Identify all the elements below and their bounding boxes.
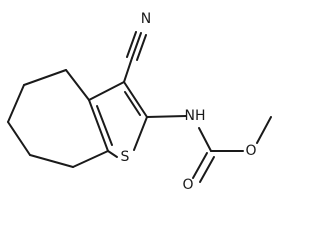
bond-nh-co [198, 127, 212, 152]
cycloheptane-ring [7, 69, 109, 168]
bond-c3-c2-inner [124, 91, 141, 116]
bond-c4-c5 [23, 69, 67, 86]
bond-c3a-c8a-inner [96, 105, 113, 146]
bond-c3a-c4 [65, 69, 90, 101]
bond-s1-c8a [107, 150, 118, 158]
atom-labels: N S NH O O [121, 11, 257, 193]
ester-o-label: O [245, 143, 256, 159]
carbamate-group [146, 115, 272, 183]
nh-label: NH [185, 108, 206, 124]
structure-canvas: N S NH O O [7, 11, 272, 193]
triple-bond-center [131, 32, 142, 59]
thiophene-ring [88, 81, 148, 158]
bond-c3-c2 [123, 81, 148, 118]
bond-o-methyl [256, 116, 272, 144]
bond-c2-s1 [133, 116, 148, 151]
nitrile-n-label: N [141, 11, 151, 27]
bond-c-o-double-right [199, 156, 215, 183]
bond-c3a-c3 [88, 81, 125, 101]
bond-c-o-double-left [192, 152, 208, 179]
bond-c5-c6 [7, 84, 25, 123]
nitrile-group [123, 31, 147, 83]
triple-bond-left [126, 31, 137, 58]
bond-c2-nh [146, 115, 187, 118]
bond-c3-cn [123, 57, 133, 83]
bond-c3a-c8a [88, 99, 109, 152]
bond-c6-c7 [7, 121, 31, 156]
sulfur-label: S [121, 149, 130, 165]
carbonyl-o-label: O [182, 177, 193, 193]
triple-bond-right [136, 34, 147, 61]
molecule-structure: N S NH O O [7, 11, 272, 193]
bond-c8-c8a [72, 150, 109, 168]
bond-c7-c8 [29, 154, 74, 168]
